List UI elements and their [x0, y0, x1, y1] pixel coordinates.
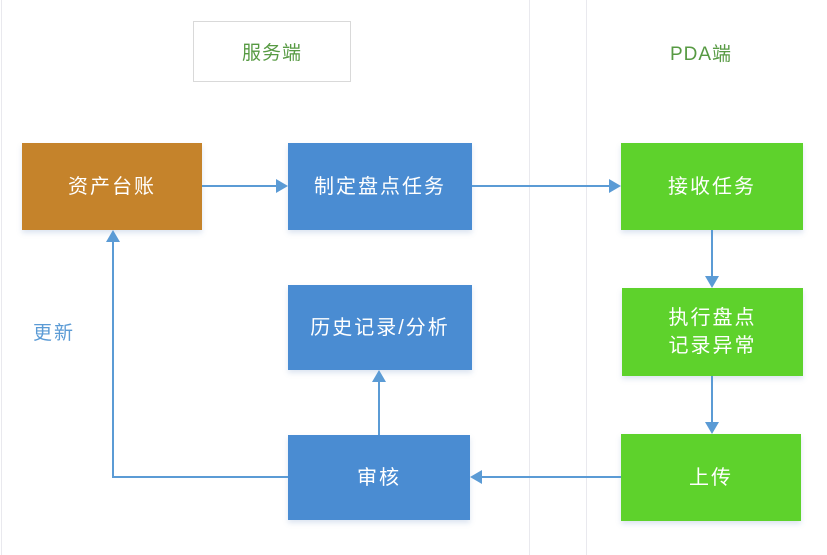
arrow-ledger-to-task-line [202, 185, 278, 187]
lane-divider-right [586, 0, 587, 555]
edge-label-update: 更新 [33, 323, 76, 344]
arrow-task-to-receive-line [472, 185, 611, 187]
arrow-upload-to-audit-line [482, 476, 621, 478]
node-create-inventory-task: 制定盘点任务 [288, 143, 472, 230]
left-edge-line [1, 0, 2, 555]
node-receive-task: 接收任务 [621, 143, 803, 230]
arrow-receive-to-execute-line [711, 230, 713, 278]
arrow-audit-to-ledger-hline [113, 476, 288, 478]
arrow-audit-to-ledger-vline [112, 240, 114, 478]
arrow-ledger-to-task-head [276, 179, 288, 193]
node-asset-ledger: 资产台账 [22, 143, 202, 230]
lane-title-server: 服务端 [193, 21, 351, 82]
arrow-receive-to-execute-head [705, 276, 719, 288]
arrow-audit-to-history-line [378, 380, 380, 435]
lane-divider-left [529, 0, 530, 555]
lane-title-pda: PDA端 [669, 43, 733, 65]
arrow-upload-to-audit-head [470, 470, 482, 484]
node-execute-inventory: 执行盘点 记录异常 [622, 288, 803, 376]
arrow-execute-to-upload-line [711, 376, 713, 424]
arrow-task-to-receive-head [609, 179, 621, 193]
node-audit: 审核 [288, 435, 470, 520]
arrow-execute-to-upload-head [705, 422, 719, 434]
arrow-audit-to-history-head [372, 370, 386, 382]
node-upload: 上传 [621, 434, 801, 521]
arrow-audit-to-ledger-head [106, 230, 120, 242]
node-history-analysis: 历史记录/分析 [288, 285, 472, 370]
